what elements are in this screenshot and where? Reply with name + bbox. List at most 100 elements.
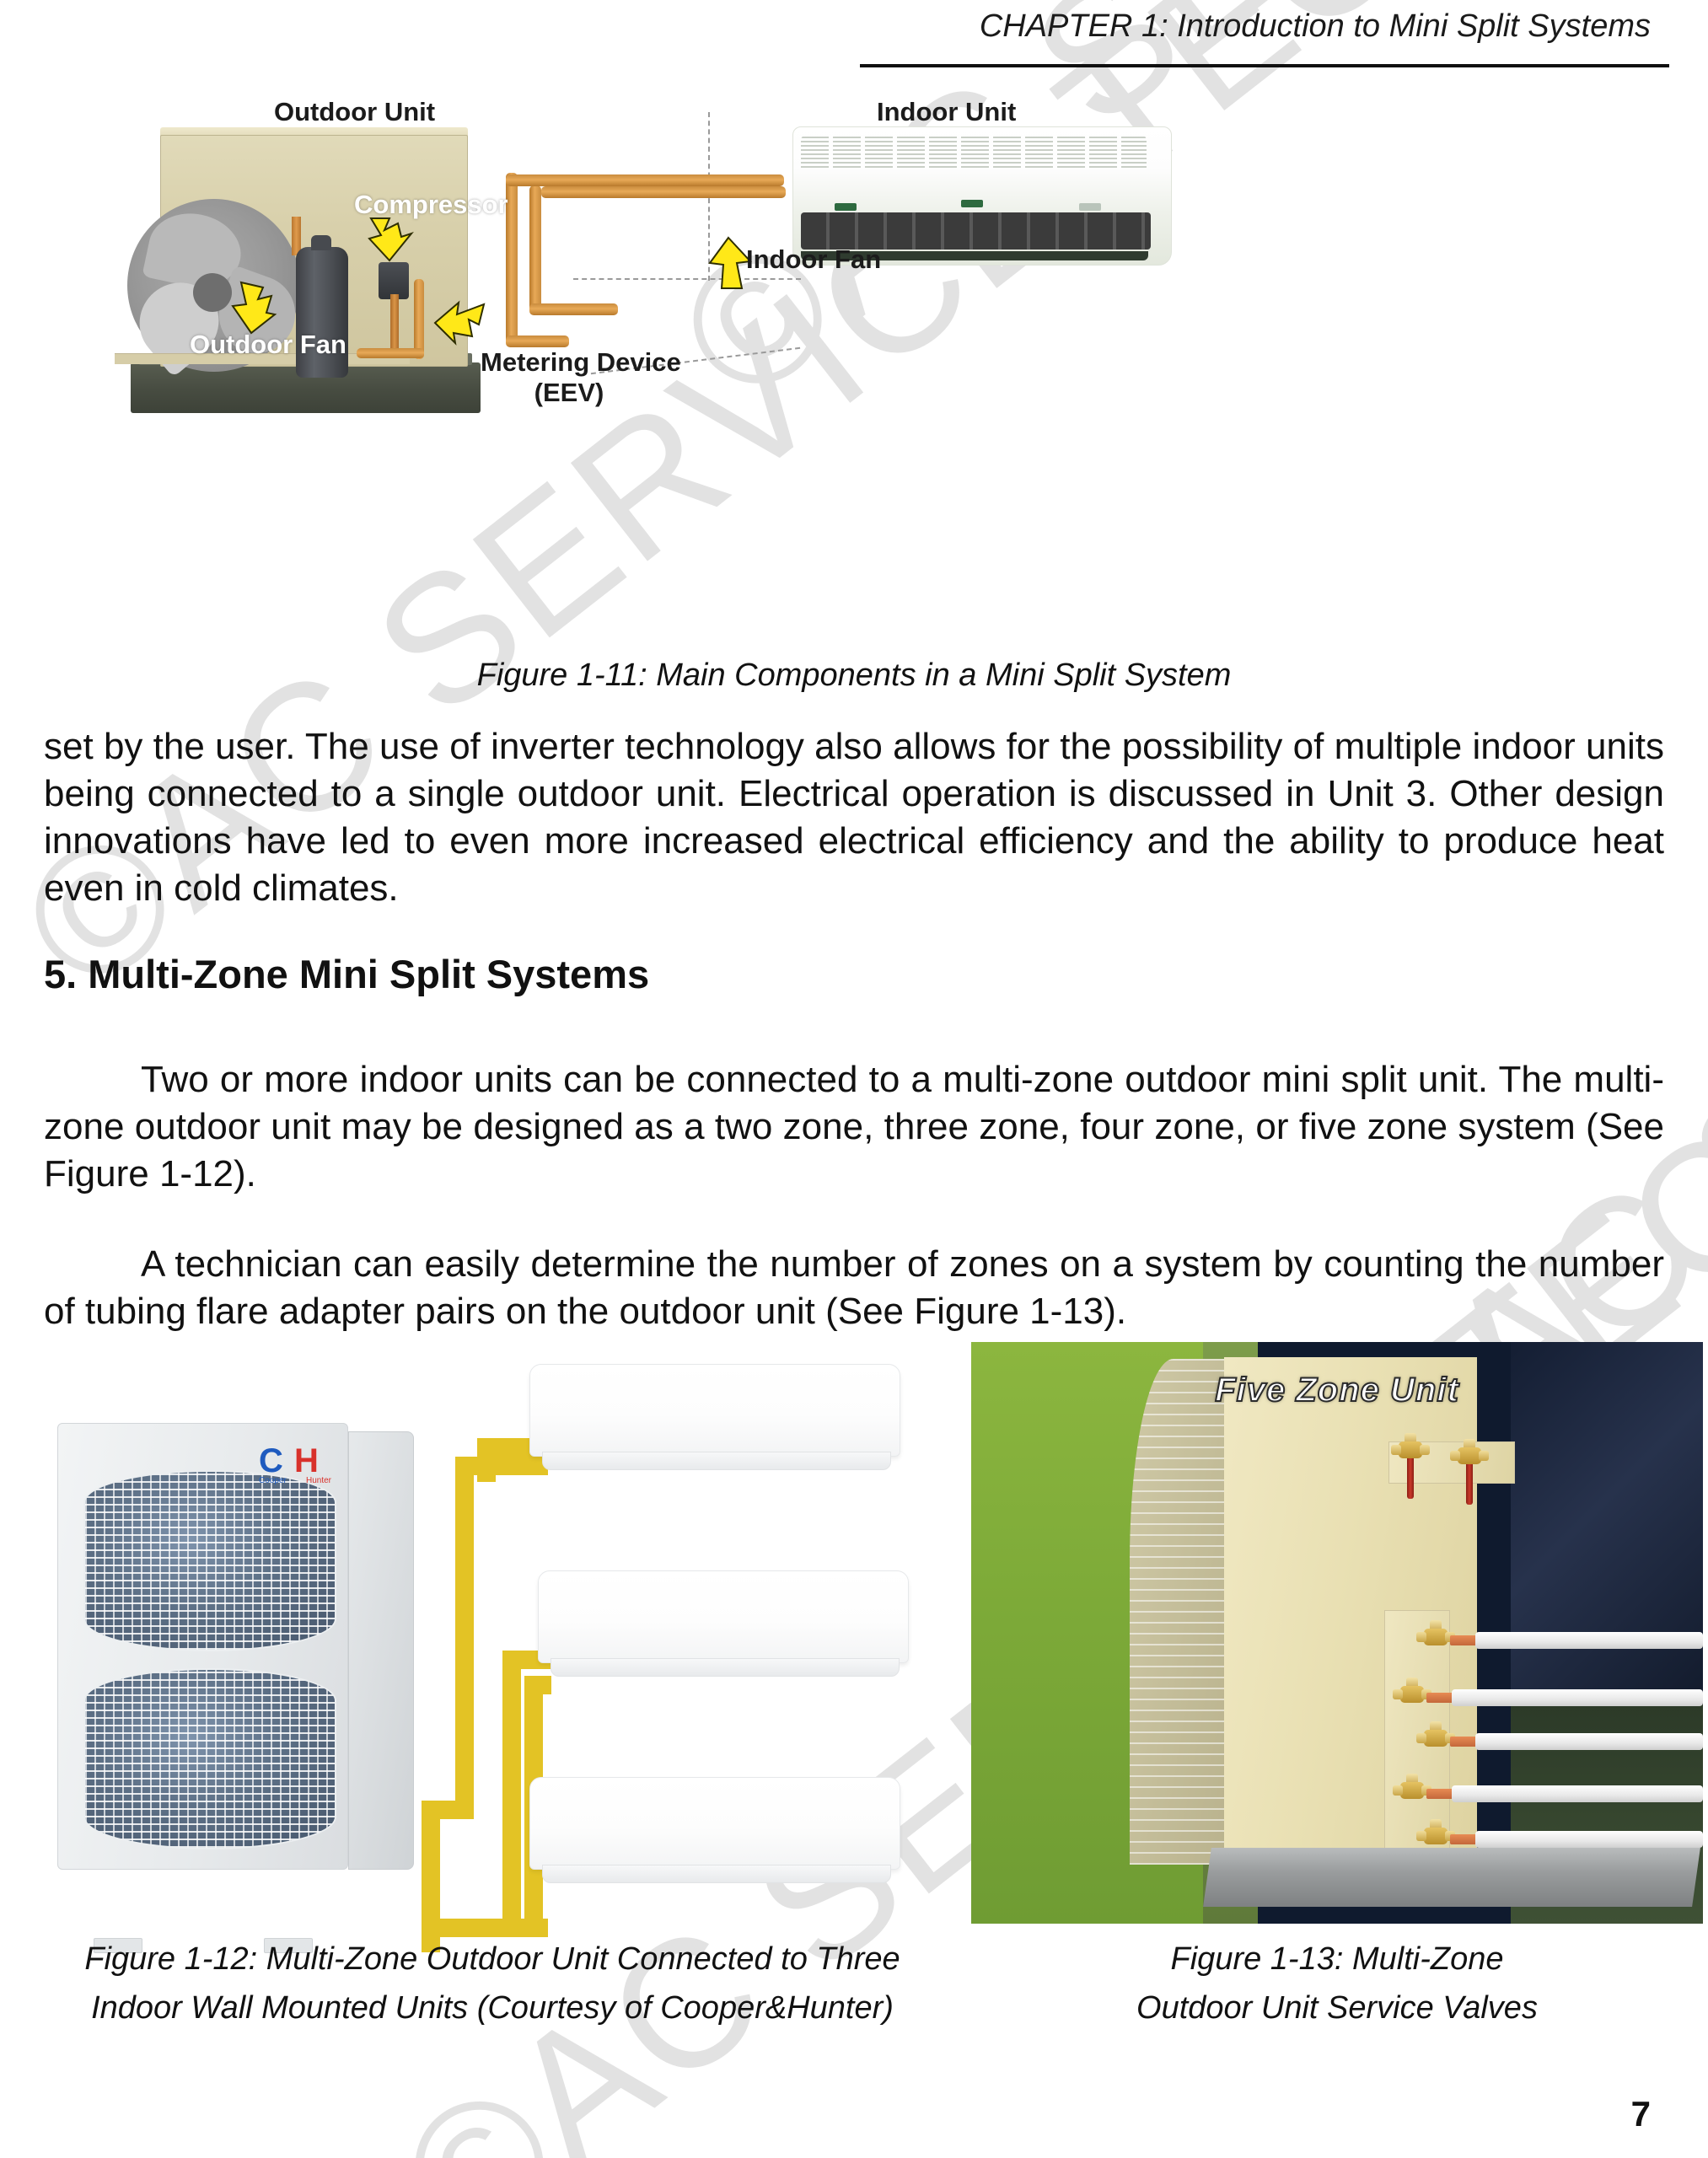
insulated-tubing-line <box>1475 1733 1703 1750</box>
multizone-outdoor-unit-side <box>348 1431 414 1870</box>
indoor-fan-arrow-icon <box>708 236 753 289</box>
figure-1-12-caption: Figure 1-12: Multi-Zone Outdoor Unit Con… <box>20 1935 964 2032</box>
valve-body <box>1399 1441 1422 1458</box>
valve-body <box>1424 1730 1448 1747</box>
tubing-line <box>524 1676 551 1694</box>
valve-port-left <box>1391 1445 1401 1455</box>
multizone-outdoor-unit-front: C H Cooper Hunter <box>57 1423 348 1953</box>
fan-hub <box>193 273 232 312</box>
valve-port-left <box>1416 1733 1426 1743</box>
indoor-unit-indicator <box>961 200 983 207</box>
condenser-coil-fins <box>1130 1359 1239 1865</box>
eev-valve-body <box>379 262 409 299</box>
valve-port-left <box>1393 1785 1403 1796</box>
section-heading-multizone: 5. Multi-Zone Mini Split Systems <box>44 952 650 996</box>
indoor-unit-air-outlet <box>801 251 1148 260</box>
label-outdoor-fan: Outdoor Fan <box>190 330 346 359</box>
page-number: 7 <box>1630 2094 1651 2134</box>
valve-stem <box>1407 1458 1414 1499</box>
compressor-arrow-icon <box>368 217 414 262</box>
logo-subtext-cooper: Cooper <box>259 1476 287 1485</box>
tube-connector <box>1426 1693 1455 1703</box>
label-metering-device-line2: (EEV) <box>534 378 604 407</box>
tubing-line <box>422 1836 440 1937</box>
tubing-line <box>422 1919 548 1937</box>
indoor-unit-indicator <box>1079 203 1101 211</box>
figure-1-12-caption-line1: Figure 1-12: Multi-Zone Outdoor Unit Con… <box>84 1941 900 1977</box>
refrigerant-line-run <box>541 186 786 198</box>
label-metering-device-line1: Metering Device <box>481 347 681 377</box>
logo-subtext-hunter: Hunter <box>306 1476 332 1485</box>
metering-device-arrow-icon <box>433 300 486 346</box>
valve-port-left <box>1393 1689 1403 1699</box>
condenser-fan-grille-bottom <box>83 1668 336 1849</box>
insulated-tubing-line <box>1475 1831 1703 1848</box>
refrigerant-line-riser <box>529 185 541 312</box>
header-divider <box>860 64 1669 67</box>
compressor-discharge-pipe <box>292 217 301 255</box>
paragraph-inverter-technology: set by the user. The use of inverter tec… <box>44 726 1664 909</box>
paragraph-counting-zones: A technician can easily determine the nu… <box>44 1243 1664 1332</box>
valve-port-left <box>1416 1632 1426 1642</box>
outdoor-fan-blade-assembly <box>123 199 307 378</box>
figure-1-13-photo: Five Zone Unit <box>971 1342 1703 1924</box>
tube-connector <box>1450 1834 1479 1844</box>
eev-valve-stem <box>390 294 399 353</box>
label-metering-device: Metering Device (EEV) <box>481 347 681 408</box>
indoor-unit-intake-grille <box>801 134 1147 169</box>
label-indoor-unit: Indoor Unit <box>877 97 1017 126</box>
chapter-title: CHAPTER 1: Introduction to Mini Split Sy… <box>979 8 1651 44</box>
refrigerant-line-run <box>506 336 569 347</box>
insulated-tubing-line <box>1452 1785 1703 1802</box>
valve-body <box>1458 1447 1481 1464</box>
compressor-body <box>296 235 348 378</box>
concrete-equipment-pad <box>1203 1848 1700 1907</box>
paragraph-multizone-intro: Two or more indoor units can be connecte… <box>44 1059 1664 1194</box>
five-zone-unit-overlay-label: Five Zone Unit <box>1214 1371 1459 1409</box>
indoor-blower-wheel <box>801 212 1151 250</box>
valve-port-right <box>1479 1451 1489 1461</box>
figure-1-12-caption-line2: Indoor Wall Mounted Units (Courtesy of C… <box>91 1990 894 2026</box>
refrigerant-line-riser <box>506 173 518 346</box>
label-outdoor-unit: Outdoor Unit <box>274 97 436 126</box>
tubing-line <box>455 1457 548 1475</box>
page-header: CHAPTER 1: Introduction to Mini Split Sy… <box>0 0 1708 78</box>
figure-1-13-caption-line2: Outdoor Unit Service Valves <box>1136 1990 1538 2026</box>
valve-body <box>1400 1782 1424 1799</box>
label-compressor: Compressor <box>354 190 508 219</box>
unit-foot <box>264 1938 313 1953</box>
valve-body <box>1424 1629 1448 1645</box>
indoor-wall-unit <box>538 1570 909 1677</box>
logo-letter-c: C <box>259 1442 283 1479</box>
tubing-line <box>502 1651 521 1920</box>
tubing-line <box>455 1457 474 1819</box>
figure-1-13-caption-line1: Figure 1-13: Multi-Zone <box>1170 1941 1504 1977</box>
tube-connector <box>1450 1635 1479 1645</box>
outdoor-fan-arrow-icon <box>231 281 277 335</box>
tube-connector <box>1426 1789 1455 1799</box>
valve-body <box>1424 1828 1448 1844</box>
indoor-unit-indicator <box>835 203 857 211</box>
logo-letter-h: H <box>294 1442 319 1479</box>
valve-port-left <box>1450 1451 1460 1461</box>
valve-port-left <box>1416 1831 1426 1841</box>
label-indoor-fan: Indoor Fan <box>746 244 882 274</box>
figure-1-12-illustration: C H Cooper Hunter <box>40 1347 959 1953</box>
refrigerant-line-run <box>506 174 784 186</box>
valve-port-right <box>1420 1445 1430 1455</box>
service-valve <box>1391 1433 1430 1499</box>
service-valve <box>1450 1439 1489 1505</box>
refrigerant-line <box>357 348 424 358</box>
unit-foot <box>94 1938 142 1953</box>
insulated-tubing-line <box>1475 1632 1703 1649</box>
indoor-wall-unit <box>529 1777 900 1883</box>
condenser-fan-grille-top <box>83 1470 336 1651</box>
outdoor-unit-cabinet <box>115 135 468 378</box>
tubing-line <box>422 1937 440 1952</box>
refrigerant-line-run <box>529 303 618 315</box>
indoor-wall-unit <box>529 1364 900 1470</box>
refrigerant-line <box>414 279 424 359</box>
figure-1-11-illustration: Outdoor Unit Indoor Unit Compressor Outd… <box>115 97 1501 687</box>
valve-stem <box>1466 1464 1473 1505</box>
